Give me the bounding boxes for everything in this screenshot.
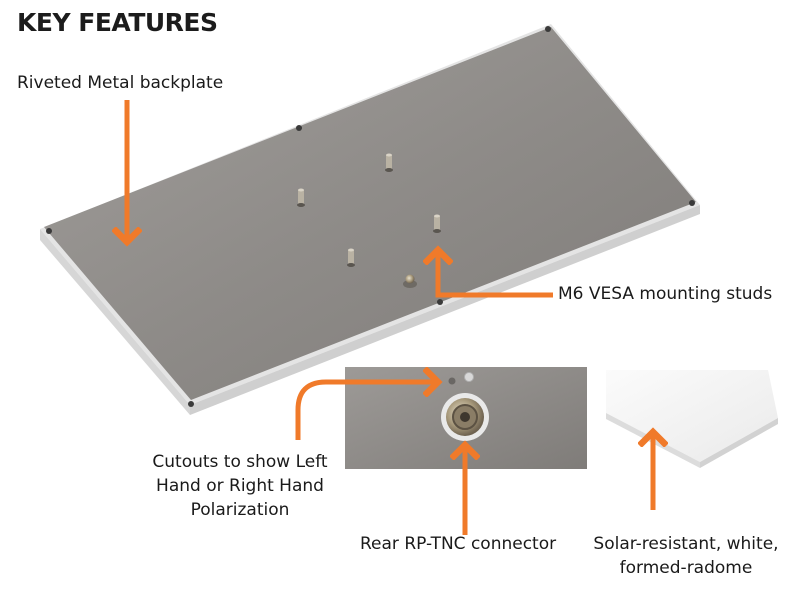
backplate-panel — [40, 24, 700, 415]
label-cutouts-line-2: Hand or Right Hand — [156, 476, 324, 496]
label-cutouts-line-1: Cutouts to show Left — [152, 452, 328, 472]
mounting-studs — [297, 153, 441, 267]
label-cutouts-line-3: Polarization — [190, 500, 290, 520]
label-studs: M6 VESA mounting studs — [558, 284, 773, 304]
plate-connector — [403, 274, 417, 288]
page-title: KEY FEATURES — [17, 8, 218, 37]
radome-corner — [606, 370, 778, 468]
arrow-studs — [438, 250, 553, 298]
rivets — [46, 26, 695, 407]
label-cutouts: Cutouts to show Left Hand or Right Hand … — [142, 450, 338, 522]
arrow-cutouts — [295, 382, 438, 440]
label-radome-line-2: formed-radome — [619, 558, 753, 578]
callout-arrows — [127, 100, 653, 535]
label-backplate: Riveted Metal backplate — [17, 73, 224, 93]
label-radome: Solar-resistant, white, formed-radome — [582, 532, 790, 580]
label-connector: Rear RP-TNC connector — [360, 534, 557, 554]
label-radome-line-1: Solar-resistant, white, — [593, 534, 779, 554]
